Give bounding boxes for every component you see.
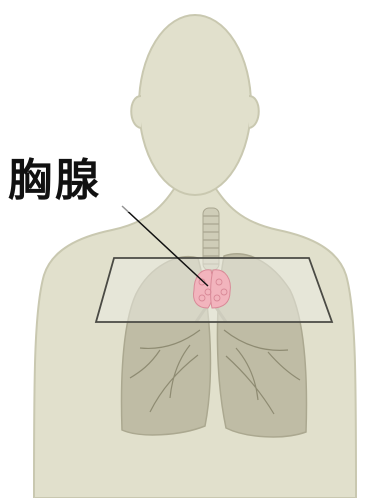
thymus-label: 胸腺 [8, 150, 138, 212]
thymus-gland-icon [194, 270, 231, 308]
thymus-right-lobe [211, 270, 231, 308]
head-outline [139, 15, 251, 195]
